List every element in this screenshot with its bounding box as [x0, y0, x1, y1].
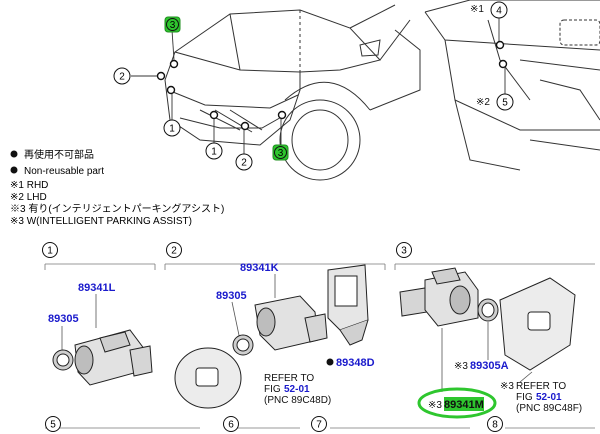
part-number-89341M[interactable]: 89341M: [444, 399, 484, 411]
highlight-oval: [417, 387, 497, 419]
car-rear-illustration: [424, 0, 600, 171]
parking-sensor-drawing: [232, 295, 328, 356]
legend-note-ipa-en: ※3 W(INTELLIGENT PARKING ASSIST): [10, 216, 192, 227]
section-2-label: 2: [171, 246, 177, 257]
section-1: 89341L 89305: [48, 282, 153, 386]
sensor-mount-points: [156, 40, 508, 131]
callout-1: 1: [211, 147, 217, 158]
section-8-label: 8: [492, 420, 498, 431]
highlight-box: [164, 16, 181, 33]
bezel-drawing: [499, 277, 576, 371]
callout-5: 5: [502, 98, 508, 109]
section-callouts: 1 2 3 5 6 7 8: [42, 242, 503, 432]
car-front-illustration: [164, 4, 421, 181]
callout-4: 4: [496, 6, 502, 17]
section-5-label: 5: [50, 420, 56, 431]
sensor-mount-point: [240, 121, 250, 131]
refer-to-label: REFER TO: [516, 381, 566, 392]
sensor-ring-drawing: [477, 298, 499, 322]
section-6-label: 6: [228, 420, 234, 431]
section-2: 89341K 89305 89348D REFER TO FIG 52-01 (…: [174, 262, 375, 409]
part-number-89305: 89305: [216, 290, 247, 302]
part-number-89305A: 89305A: [470, 360, 509, 372]
bezel-drawing: [174, 347, 242, 409]
pnc-label: (PNC 89C48F): [516, 403, 582, 414]
highlight-box: [272, 144, 289, 161]
pnc-label: (PNC 89C48D): [264, 395, 331, 406]
callout-3: 3: [170, 20, 176, 31]
legend-note-lhd: ※2 LHD: [10, 192, 47, 203]
lhd-mark: ※2: [476, 97, 490, 108]
sensor-mount-point: [495, 40, 505, 50]
refer-note-mark: ※3: [500, 381, 514, 392]
callout-1: 1: [169, 124, 175, 135]
section-headers: [44, 263, 595, 429]
sensor-note-mark: ※3: [428, 400, 442, 411]
sensor-mount-point: [498, 59, 508, 69]
fig-label: FIG: [516, 392, 533, 403]
section-3-label: 3: [401, 246, 407, 257]
part-number-89305: 89305: [48, 313, 79, 325]
fig-link-52-01[interactable]: 52-01: [284, 384, 310, 395]
legend-note-ipa-ja: ※3 有り(インテリジェントパーキングアシスト): [10, 202, 224, 215]
parking-sensor-drawing: [52, 329, 153, 386]
sensor-bracket-drawing: [327, 264, 369, 346]
non-reusable-dot: [10, 150, 18, 158]
highlight-box: [444, 397, 484, 411]
parking-sensor-drawing: [399, 267, 479, 327]
sensor-mount-point: [166, 85, 176, 95]
leader-lines: [131, 16, 506, 156]
part-number-89341L: 89341L: [78, 282, 116, 294]
ring-note-mark: ※3: [454, 361, 468, 372]
sensor-mount-point: [156, 71, 166, 81]
top-callouts: 3 2 1 1 2 3 ※1 4 ※2 5: [113, 1, 514, 171]
legend-non-reusable-ja: 再使用不可部品: [24, 148, 94, 161]
section-1-label: 1: [47, 246, 53, 257]
legend-non-reusable-en: Non-reusable part: [24, 166, 104, 177]
legend-note-rhd: ※1 RHD: [10, 180, 48, 191]
sensor-mount-point: [209, 110, 219, 120]
callout-2: 2: [241, 158, 247, 169]
sensor-mount-point: [277, 110, 287, 120]
section-3: ※3 89305A ※3 REFER TO FIG 52-01 (PNC 89C…: [399, 267, 582, 419]
refer-to-label: REFER TO: [264, 373, 314, 384]
part-number-89348D: 89348D: [336, 357, 375, 369]
fig-label: FIG: [264, 384, 281, 395]
non-reusable-dot: [326, 358, 334, 366]
part-number-89341K: 89341K: [240, 262, 279, 274]
non-reusable-dot: [10, 166, 18, 174]
callout-2: 2: [119, 72, 125, 83]
rhd-mark: ※1: [470, 4, 484, 15]
fig-link-52-01[interactable]: 52-01: [536, 392, 562, 403]
callout-3: 3: [278, 148, 284, 159]
sensor-mount-point: [169, 59, 179, 69]
legend: 再使用不可部品 Non-reusable part ※1 RHD ※2 LHD …: [10, 148, 224, 227]
section-7-label: 7: [316, 420, 322, 431]
